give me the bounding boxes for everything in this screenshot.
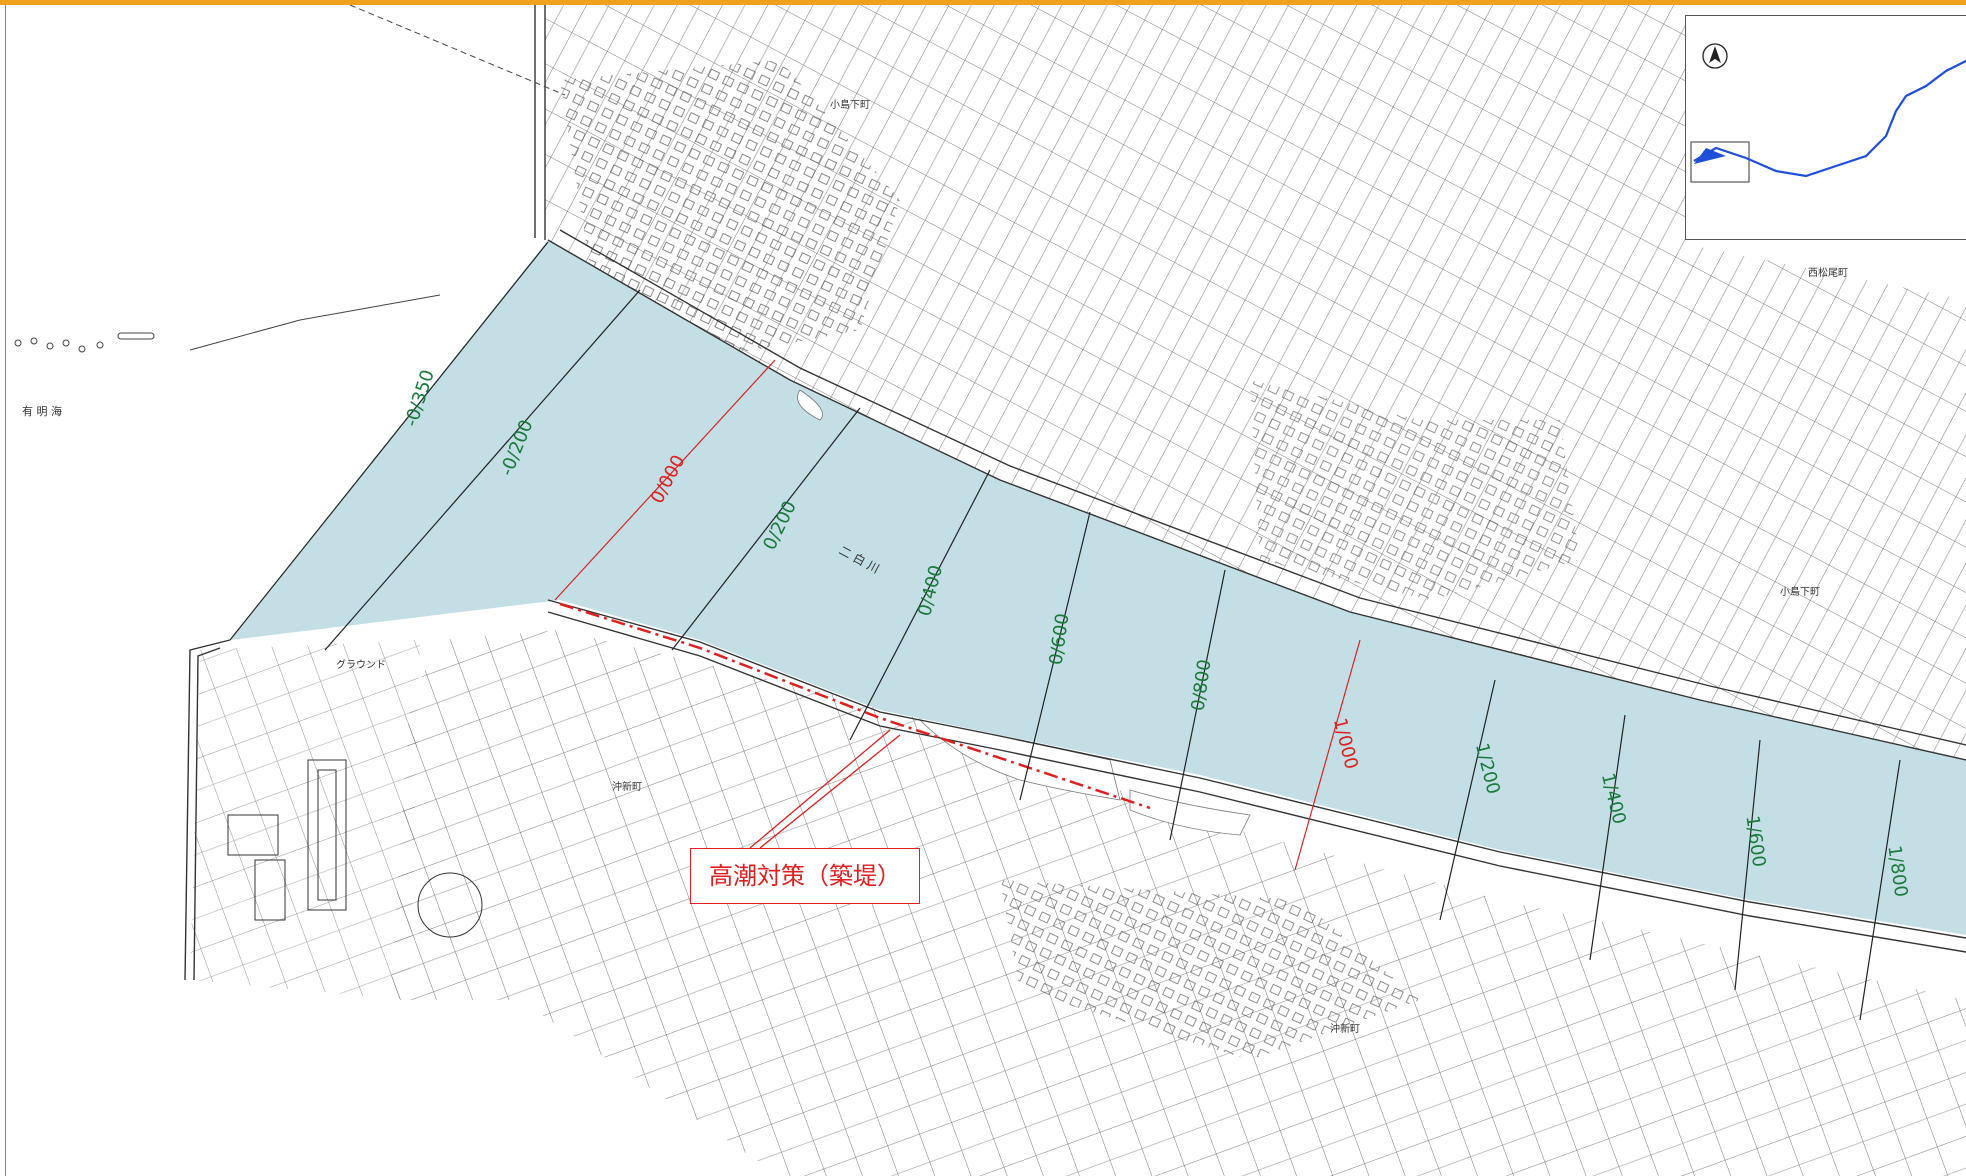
river-water <box>230 240 1966 935</box>
place-label-okishin-1: 沖新町 <box>612 780 642 793</box>
chainage-cross-lines <box>229 241 1901 1021</box>
place-label-kojimashimo-2: 小島下町 <box>1780 585 1820 598</box>
left-frame-border <box>5 5 6 1176</box>
sea-name-label: 有 明 海 <box>22 404 62 418</box>
high-tide-levee-line <box>559 602 1151 810</box>
place-label-okishin-2: 沖新町 <box>1330 1022 1360 1035</box>
place-label-kojimashimo-1: 小島下町 <box>830 98 870 111</box>
north-bank-parcels <box>545 5 1966 780</box>
place-label-nishimatsuo: 西松尾町 <box>1808 266 1848 279</box>
high-tide-levee-callout: 高潮対策（築堤） <box>690 848 920 904</box>
inset-river-line <box>1693 59 1966 178</box>
location-inset-map <box>1685 15 1966 240</box>
south-bank-parcels <box>190 630 1966 1176</box>
top-frame-border <box>0 0 1966 5</box>
place-label-ground: グラウンド <box>336 658 386 671</box>
north-arrow-icon <box>1702 43 1728 69</box>
inset-highlight-box <box>1690 141 1750 183</box>
